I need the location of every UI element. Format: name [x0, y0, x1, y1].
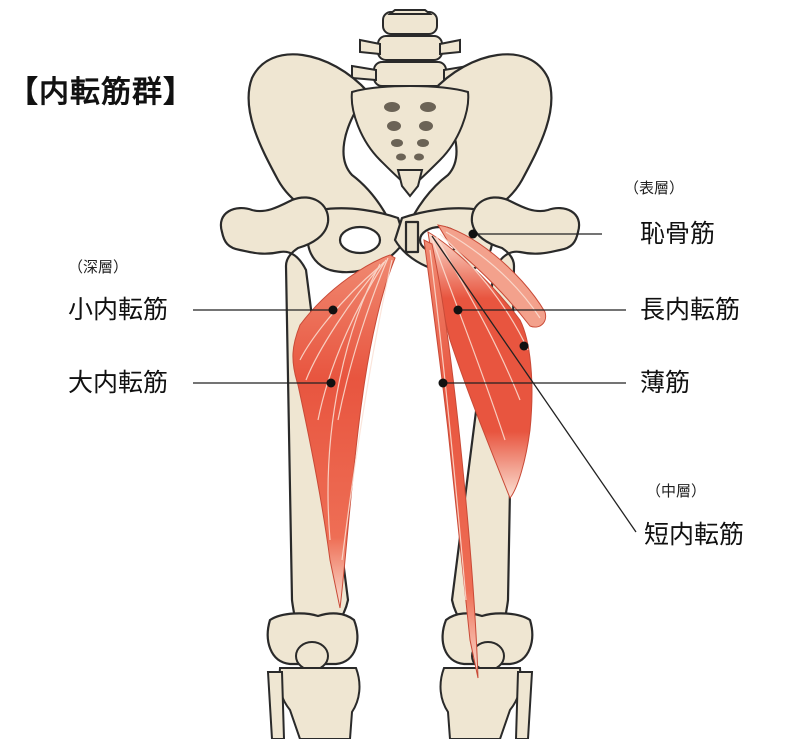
- dot-gracilis: [438, 378, 448, 388]
- dot-adductor-magnus: [326, 378, 336, 388]
- leader-lines: [193, 233, 637, 533]
- femurs: [219, 196, 581, 666]
- layer-deep-label: （深層）: [68, 258, 129, 276]
- label-adductor-minimus: 小内転筋: [68, 295, 169, 324]
- label-pectineus: 恥骨筋: [640, 219, 716, 248]
- label-adductor-longus: 長内転筋: [640, 295, 741, 324]
- lumbar-vertebrae: [351, 9, 469, 87]
- dot-adductor-brevis: [519, 341, 529, 351]
- layer-superficial-label: （表層）: [624, 179, 685, 197]
- dot-adductor-minimus: [328, 305, 338, 315]
- label-gracilis: 薄筋: [640, 368, 691, 397]
- leader-dots: [326, 229, 529, 388]
- pectineus-muscle: [437, 224, 547, 328]
- label-adductor-magnus: 大内転筋: [68, 368, 169, 397]
- right-adductor-muscles: [423, 224, 547, 679]
- dot-pectineus: [468, 229, 478, 239]
- adductor-magnus-muscle: [292, 254, 396, 609]
- label-adductor-brevis: 短内転筋: [644, 520, 745, 549]
- layer-middle-label: （中層）: [646, 482, 707, 500]
- diagram-title: 【内転筋群】: [8, 75, 194, 110]
- dot-adductor-longus: [453, 305, 463, 315]
- leader-adductor-brevis: [431, 235, 637, 533]
- lower-leg-bones: [266, 641, 534, 740]
- left-adductor-muscles: [292, 254, 396, 609]
- sacrum: [350, 85, 470, 198]
